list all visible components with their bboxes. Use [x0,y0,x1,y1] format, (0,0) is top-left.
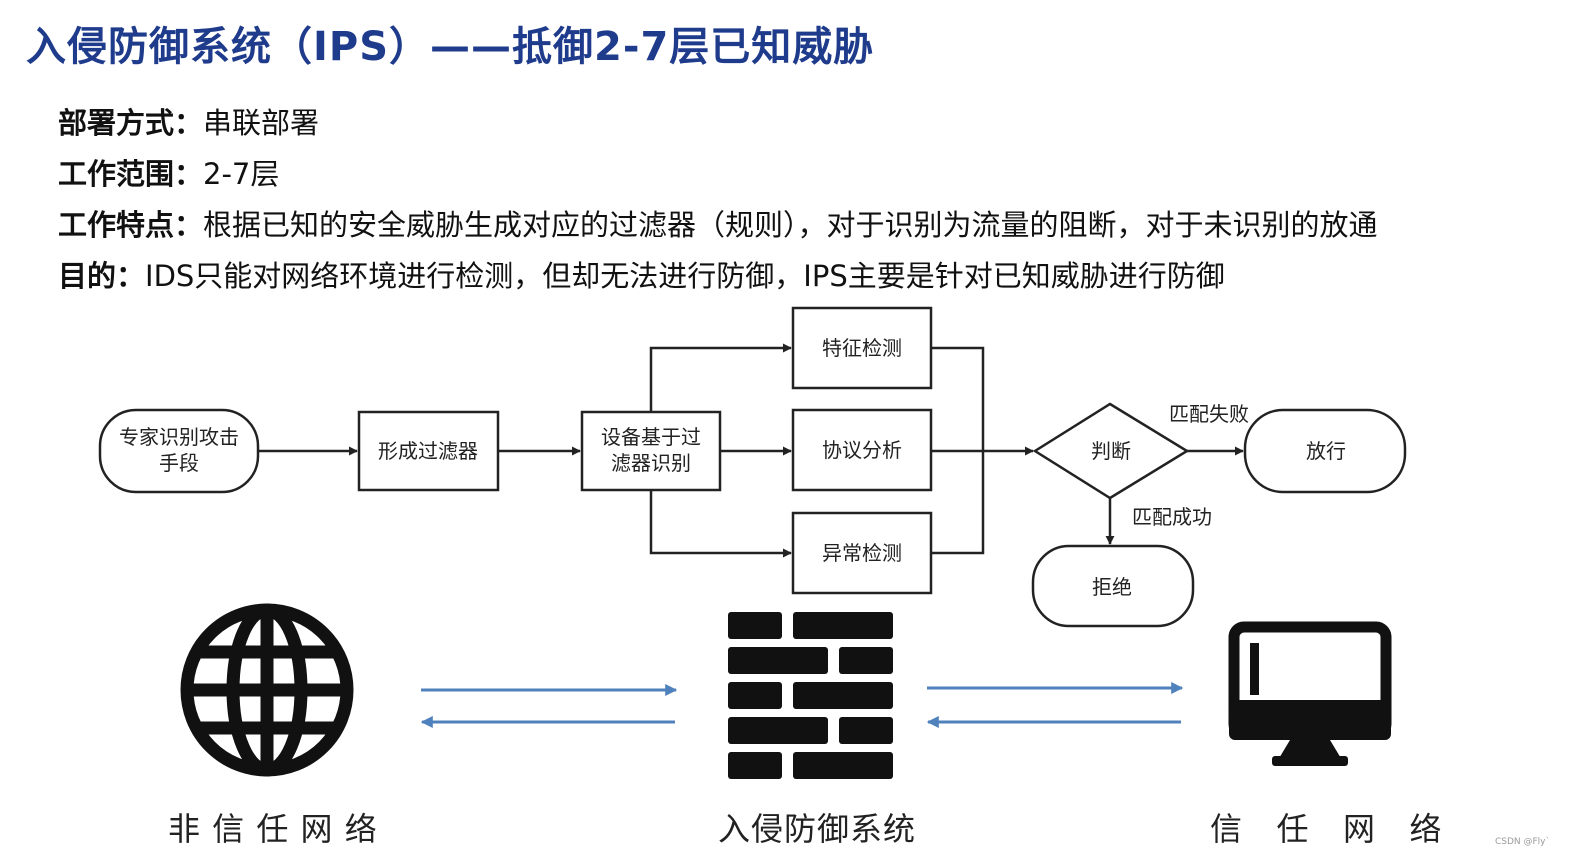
deploy-mode-line: 部署方式：串联部署 [58,100,319,142]
protocol-label: 协议分析 [822,438,902,462]
watermark: CSDN @Fly` [1494,837,1550,847]
deploy-mode-value: 串联部署 [203,106,320,140]
page-title: 入侵防御系统（IPS）——抵御2-7层已知威胁 [26,24,875,70]
work-scope-label: 工作范围： [58,157,204,191]
expert-label-2: 手段 [159,451,199,475]
arrow-device-anomaly [649,490,792,558]
device-label-1: 设备基于过 [601,425,701,449]
reject-label: 拒绝 [1092,575,1132,599]
firewall-icon [728,612,893,779]
purpose-line: 目的：IDS只能对网络环境进行检测，但却无法进行防御，IPS主要是针对已知威胁进… [58,253,1225,295]
purpose-label: 目的： [58,259,146,293]
work-feature-label: 工作特点： [58,208,204,242]
anomaly-label: 异常检测 [822,541,902,565]
device-label-2: 滤器识别 [611,451,691,475]
match-success-label: 匹配成功 [1132,505,1212,529]
work-feature-line: 工作特点：根据已知的安全威胁生成对应的过滤器（规则），对于识别为流量的阻断，对于… [58,202,1378,244]
monitor-icon [1228,621,1392,766]
work-scope-line: 工作范围：2-7层 [58,151,279,193]
pass-node [1243,408,1407,494]
purpose-value: IDS只能对网络环境进行检测，但却无法进行防御，IPS主要是针对已知威胁进行防御 [145,259,1225,293]
work-feature-value: 根据已知的安全威胁生成对应的过滤器（规则），对于识别为流量的阻断，对于未识别的放… [203,208,1378,242]
match-fail-label: 匹配失败 [1169,402,1249,426]
arrow-device-signature [649,343,792,412]
signature-label: 特征检测 [822,336,902,360]
filter-label: 形成过滤器 [378,439,478,463]
ips-label: 入侵防御系统 [718,810,917,848]
anomaly-node [791,511,933,595]
trusted-network-label: 信 任 网 络 [1210,810,1443,848]
work-scope-value: 2-7层 [203,157,280,191]
globe-icon [180,603,354,777]
reject-node [1031,544,1195,628]
deploy-mode-label: 部署方式： [58,106,204,140]
untrusted-network-label: 非 信 任 网 络 [168,810,378,848]
judge-label: 判断 [1091,439,1131,463]
signature-node [791,306,933,390]
protocol-node [791,408,933,492]
expert-label-1: 专家识别攻击 [119,425,239,449]
pass-label: 放行 [1306,439,1346,463]
